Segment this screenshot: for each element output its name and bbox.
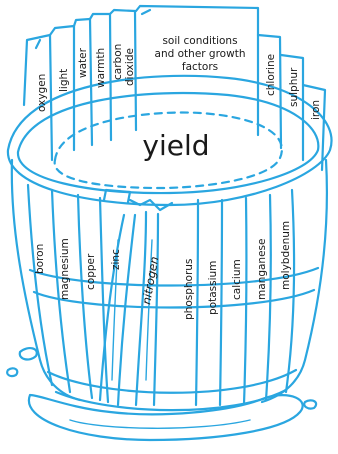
short-stave-zinc (102, 188, 132, 204)
soil-conditions-note: soil conditions and other growth factors (155, 35, 246, 73)
stave-iron (301, 83, 327, 172)
note-line-3: factors (182, 61, 218, 73)
label-boron: boron (34, 244, 46, 274)
lower-hoop-bottom (32, 288, 316, 309)
barrel-outline (6, 4, 333, 442)
label-copper: copper (85, 253, 97, 290)
water-stream (98, 213, 126, 402)
label-sulphur: sulphur (288, 67, 300, 107)
label-zinc: zinc (110, 249, 122, 270)
top-hoop (6, 74, 333, 207)
label-carbon: carbon (112, 44, 124, 80)
top-stave-labels: oxygen light water warmth carbon dioxide (36, 44, 136, 112)
label-iron: iron (310, 100, 322, 120)
yield-label: yield (142, 129, 209, 162)
stave-soil-conditions (134, 4, 260, 137)
label-manganese: manganese (256, 239, 268, 300)
right-stave-labels: chlorine sulphur iron (265, 54, 322, 120)
stave-light (48, 24, 76, 152)
bottom-hoop-top (46, 368, 298, 394)
stave-carbon-dioxide (108, 8, 138, 132)
label-chlorine: chlorine (265, 54, 277, 96)
front-stave-labels: boron magnesium copper zinc nitrogen pho… (34, 221, 292, 320)
label-dioxide: dioxide (124, 48, 136, 86)
stave-sulphur (279, 53, 305, 162)
label-molybdenum: molybdenum (280, 221, 292, 290)
water-drop (6, 367, 19, 378)
label-warmth: warmth (95, 48, 107, 88)
top-hoop-inner (16, 91, 320, 195)
note-line-1: soil conditions (162, 35, 237, 47)
stave-chlorine (256, 33, 283, 150)
label-light: light (58, 69, 70, 92)
stave-oxygen (22, 33, 54, 162)
label-potassium: potassium (207, 261, 219, 315)
barrel-left-side (10, 158, 82, 402)
label-phosphorus: phosphorus (183, 259, 195, 320)
label-calcium: calcium (231, 259, 243, 300)
inner-rim (53, 111, 283, 190)
label-water: water (77, 47, 89, 78)
broken-stave-nitrogen (128, 198, 174, 212)
water-drop (18, 346, 38, 361)
water-drop (303, 399, 318, 410)
label-magnesium: magnesium (59, 238, 71, 300)
stave-warmth (88, 12, 113, 142)
water-puddle (27, 393, 304, 442)
label-oxygen: oxygen (36, 74, 48, 112)
stave-water (72, 17, 94, 147)
lower-hoop-top (28, 266, 320, 287)
note-line-2: and other growth (155, 48, 246, 60)
